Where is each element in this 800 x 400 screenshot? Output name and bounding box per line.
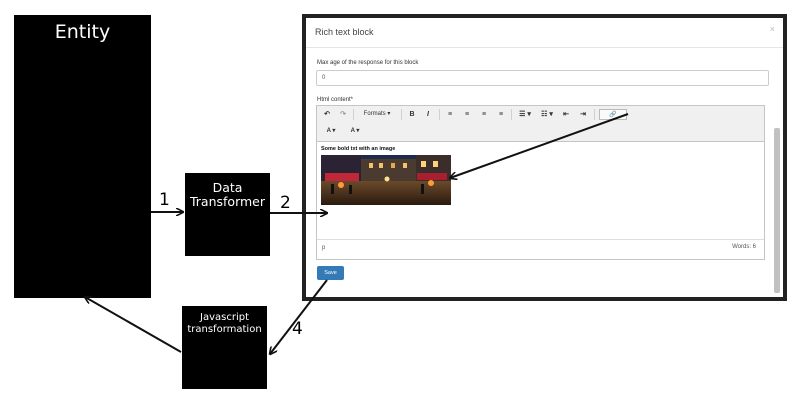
toolbar-divider: [353, 109, 354, 120]
italic-button[interactable]: I: [427, 111, 429, 118]
modal-scrollbar[interactable]: [774, 128, 780, 293]
js-label-line2: transformation: [187, 324, 262, 335]
entity-box: Entity: [14, 15, 151, 298]
editor-toolbar: ↶ ↷ Formats ▾ B I ≡ ≡ ≡ ≡ ☰ ▾ ☷ ▾ ⇤ ⇥ 🔗 …: [317, 106, 764, 142]
text-color-icon[interactable]: A ▾: [326, 128, 336, 134]
background-color-icon[interactable]: A ▾: [350, 128, 360, 134]
editor-screenshot: Rich text block × Max age of the respons…: [302, 14, 787, 301]
align-justify-icon[interactable]: ≡: [498, 111, 504, 118]
modal-header: Rich text block ×: [306, 18, 783, 48]
transformer-label-line1: Data: [212, 180, 243, 195]
redo-icon[interactable]: ↷: [340, 111, 346, 118]
arrow-link-to-image: [450, 113, 629, 178]
bullet-list-icon[interactable]: ☰ ▾: [519, 111, 531, 118]
editor-content[interactable]: Some bold txt with an image: [317, 142, 764, 239]
toolbar-divider: [439, 109, 440, 120]
close-icon[interactable]: ×: [769, 24, 775, 34]
element-path[interactable]: p: [322, 245, 326, 251]
html-content-label: Html content*: [317, 97, 354, 103]
align-right-icon[interactable]: ≡: [481, 111, 487, 118]
save-button[interactable]: Save: [317, 266, 344, 280]
modal-title: Rich text block: [315, 27, 374, 37]
data-transformer-box: Data Transformer: [185, 173, 270, 256]
toolbar-divider: [401, 109, 402, 120]
step-1-label: 1: [159, 190, 170, 210]
step-2-label: 2: [280, 193, 291, 213]
javascript-transformation-box: Javascript transformation: [182, 306, 267, 389]
arrow-save-to-js: [270, 279, 328, 354]
content-bold-text: Some bold txt with an image: [321, 146, 396, 152]
undo-icon[interactable]: ↶: [324, 111, 330, 118]
arrow-js-to-entity: [85, 297, 182, 353]
js-label-line1: Javascript: [200, 312, 249, 323]
toolbar-divider: [594, 109, 595, 120]
max-age-input[interactable]: 0: [316, 70, 769, 86]
outdent-icon[interactable]: ⇤: [563, 111, 569, 118]
transformer-label-line2: Transformer: [189, 194, 265, 209]
toolbar-divider: [511, 109, 512, 120]
word-count: Words: 6: [732, 244, 756, 250]
html-editor[interactable]: ↶ ↷ Formats ▾ B I ≡ ≡ ≡ ≡ ☰ ▾ ☷ ▾ ⇤ ⇥ 🔗 …: [316, 105, 765, 260]
formats-dropdown[interactable]: Formats ▾: [363, 111, 391, 117]
numbered-list-icon[interactable]: ☷ ▾: [541, 111, 553, 118]
align-center-icon[interactable]: ≡: [464, 111, 470, 118]
entity-label: Entity: [54, 21, 111, 43]
editor-statusbar: p Words: 6: [317, 239, 764, 259]
street-image: [321, 155, 451, 205]
indent-icon[interactable]: ⇥: [580, 111, 586, 118]
rich-text-modal: Rich text block × Max age of the respons…: [306, 18, 783, 297]
bold-button[interactable]: B: [409, 111, 415, 118]
align-left-icon[interactable]: ≡: [447, 111, 453, 118]
step-4-label: 4: [292, 319, 303, 339]
max-age-label: Max age of the response for this block: [317, 60, 419, 66]
